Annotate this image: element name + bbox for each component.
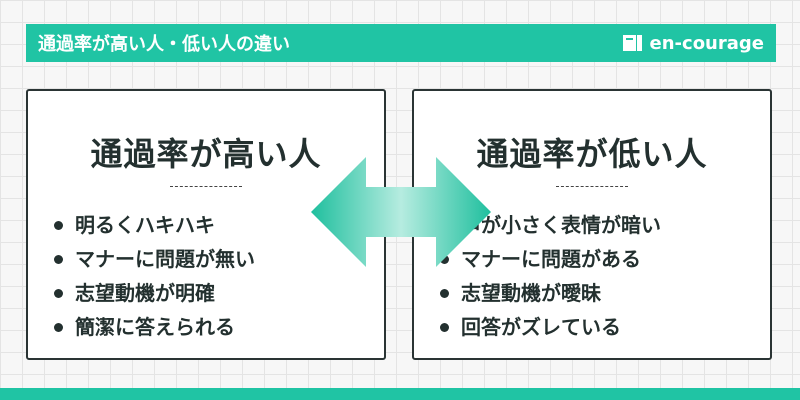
list-item: 簡潔に答えられる <box>54 310 255 344</box>
double-arrow-icon <box>311 157 491 271</box>
divider <box>556 186 628 187</box>
header-banner: 通過率が高い人・低い人の違い en-courage <box>26 24 776 62</box>
bullet-icon <box>54 288 63 298</box>
list-item: 志望動機が明確 <box>54 276 255 310</box>
divider <box>170 186 242 187</box>
brand: en-courage <box>622 33 764 54</box>
high-pass-list: 明るくハキハキ マナーに問題が無い 志望動機が明確 簡潔に答えられる <box>54 208 255 344</box>
bullet-icon <box>54 220 63 230</box>
page-title: 通過率が高い人・低い人の違い <box>38 34 290 55</box>
card-title-high: 通過率が高い人 <box>90 135 322 173</box>
brand-name: en-courage <box>649 32 764 54</box>
list-item: 回答がズレている <box>440 310 661 344</box>
bullet-icon <box>54 254 63 264</box>
footer-bar <box>0 388 800 400</box>
card-title-low: 通過率が低い人 <box>476 135 708 173</box>
low-pass-list: 声が小さく表情が暗い マナーに問題がある 志望動機が曖昧 回答がズレている <box>440 208 661 344</box>
bullet-icon <box>440 322 449 332</box>
bullet-icon <box>54 322 63 332</box>
list-item: 志望動機が曖昧 <box>440 276 661 310</box>
list-item: 明るくハキハキ <box>54 208 255 242</box>
list-item: マナーに問題が無い <box>54 242 255 276</box>
bullet-icon <box>440 288 449 298</box>
list-item: マナーに問題がある <box>440 242 661 276</box>
book-logo-icon <box>622 33 644 53</box>
bullet-icon <box>440 254 449 264</box>
